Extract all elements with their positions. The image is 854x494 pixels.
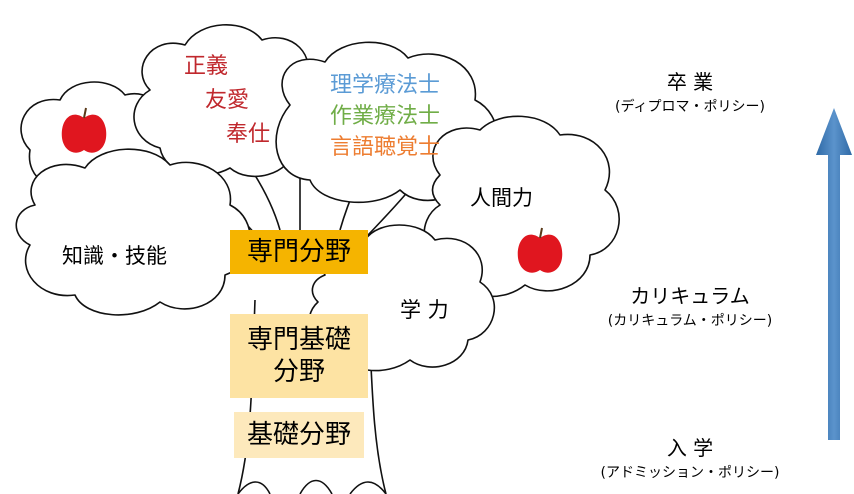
profession-ot: 作業療法士: [330, 104, 441, 129]
profession-pt: 理学療法士: [330, 73, 441, 98]
box-specialized-label: 専門分野: [246, 236, 351, 267]
stage-middle-sub: (カリキュラム・ポリシー): [607, 313, 773, 329]
box-specialized: 専門分野: [230, 230, 368, 274]
profession-st: 言語聴覚士: [330, 135, 441, 160]
box-specialized-basic-line-1: 専門基礎: [246, 324, 351, 355]
academic-label: 学 力: [400, 298, 449, 322]
apple-icon-right: [517, 227, 563, 273]
box-basic: 基礎分野: [234, 412, 364, 458]
box-specialized-basic-line-2: 分野: [272, 357, 325, 387]
humanity-label: 人間力: [470, 186, 533, 210]
box-specialized-basic: 専門基礎 分野: [230, 314, 368, 398]
stage-top-sub: (ディプロマ・ポリシー): [615, 99, 765, 115]
cloud-knowledge: [15, 148, 251, 316]
stage-bottom-title: 入 学: [666, 436, 714, 460]
values-line-2: 友愛: [205, 88, 250, 113]
knowledge-label: 知識・技能: [62, 244, 167, 268]
values-line-1: 正義: [184, 54, 229, 79]
stage-middle-title: カリキュラム: [630, 284, 750, 308]
progress-arrow: [816, 108, 852, 440]
apple-icon-left: [61, 107, 107, 153]
stage-top-title: 卒 業: [666, 70, 714, 94]
box-basic-label: 基礎分野: [246, 419, 351, 450]
stage-bottom-sub: (アドミッション・ポリシー): [600, 465, 780, 481]
values-line-3: 奉仕: [226, 122, 271, 147]
